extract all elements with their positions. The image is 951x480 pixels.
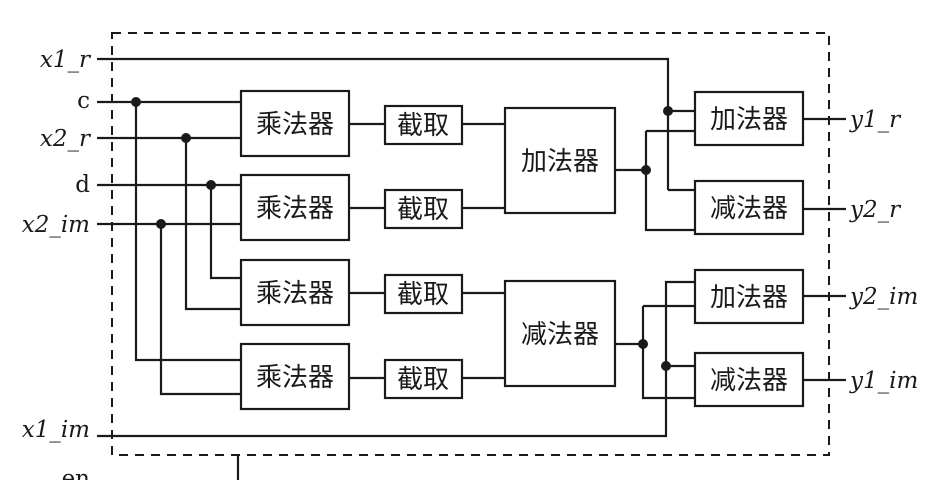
input-x1r-label: x1_r xyxy=(40,47,92,73)
subtractor-middle-box xyxy=(503,279,617,388)
blocks: 乘法器 乘法器 乘法器 乘法器 截取 截取 截取 截取 加法器 减法器 加法器 … xyxy=(239,89,805,411)
wire-x1r xyxy=(97,57,695,113)
adder-middle-box xyxy=(503,106,617,215)
truncate-1-label: 截取 xyxy=(397,111,449,141)
multiplier-1-label: 乘法器 xyxy=(256,110,334,140)
subtractor-middle-label: 减法器 xyxy=(521,320,599,350)
truncate-2-box xyxy=(383,188,464,230)
output-labels: y1_r y2_r y2_im y1_im xyxy=(849,107,918,394)
output-y2r-label: y2_r xyxy=(849,197,902,223)
output-y2im-label: y2_im xyxy=(849,284,918,310)
adder-output-real-label: 加法器 xyxy=(710,105,788,135)
module-boundary xyxy=(111,32,830,456)
input-en-label: en xyxy=(62,466,91,480)
wires xyxy=(97,57,846,480)
input-c-label: c xyxy=(77,88,90,114)
input-x2r-label: x2_r xyxy=(40,126,92,152)
wire-sub-fan xyxy=(641,306,695,400)
multiplier-2-box xyxy=(239,173,351,242)
truncate-1-box xyxy=(383,104,464,146)
truncate-3-label: 截取 xyxy=(397,280,449,310)
adder-output-real-box xyxy=(693,90,805,147)
wire-d-branch xyxy=(209,185,241,280)
input-labels: x1_r c x2_r d x2_im x1_im en xyxy=(22,47,92,480)
input-x1im-label: x1_im xyxy=(22,417,90,443)
output-y1r-label: y1_r xyxy=(849,107,902,133)
junction-x2r xyxy=(181,133,191,143)
junction-sub-out xyxy=(638,339,648,349)
multiplier-2-label: 乘法器 xyxy=(256,194,334,224)
truncate-4-box xyxy=(383,358,464,400)
truncate-3-box xyxy=(383,273,464,315)
junctions xyxy=(131,97,673,371)
subtractor-output-real-label: 减法器 xyxy=(710,194,788,224)
output-y1im-label: y1_im xyxy=(849,368,918,394)
adder-output-imag-box xyxy=(693,268,805,325)
subtractor-output-imag-box xyxy=(693,351,805,408)
multiplier-1-box xyxy=(239,89,351,158)
wire-add-fan xyxy=(644,131,695,232)
junction-x1im xyxy=(661,361,671,371)
multiplier-3-label: 乘法器 xyxy=(256,279,334,309)
input-d-label: d xyxy=(75,172,90,198)
wire-c-branch xyxy=(134,102,241,362)
multiplier-3-box xyxy=(239,258,351,327)
multiplier-4-label: 乘法器 xyxy=(256,363,334,393)
subtractor-output-imag-label: 减法器 xyxy=(710,366,788,396)
wire-x2im-branch xyxy=(159,224,241,396)
adder-middle-label: 加法器 xyxy=(521,147,599,177)
multiplier-4-box xyxy=(239,342,351,411)
junction-x2im xyxy=(156,219,166,229)
wire-x2r-branch xyxy=(184,138,241,311)
subtractor-output-real-box xyxy=(693,179,805,236)
junction-x1r xyxy=(663,106,673,116)
input-x2im-label: x2_im xyxy=(22,212,90,238)
truncate-4-label: 截取 xyxy=(397,365,449,395)
wire-x1im xyxy=(97,280,695,438)
junction-add-out xyxy=(641,165,651,175)
junction-d xyxy=(206,180,216,190)
junction-c xyxy=(131,97,141,107)
truncate-2-label: 截取 xyxy=(397,195,449,225)
adder-output-imag-label: 加法器 xyxy=(710,283,788,313)
